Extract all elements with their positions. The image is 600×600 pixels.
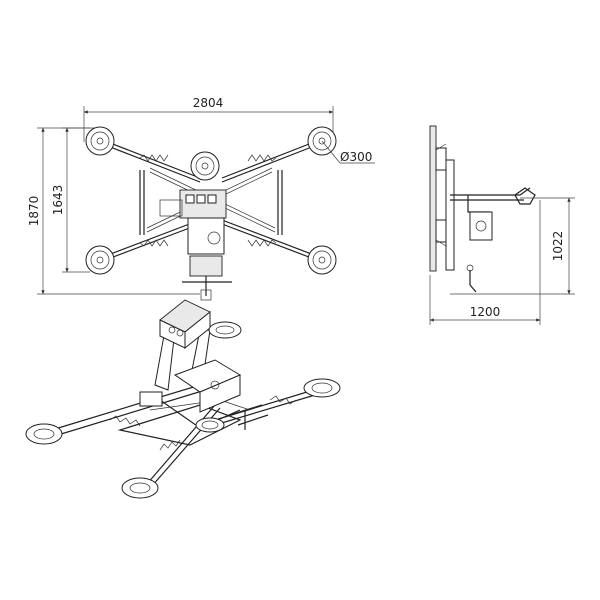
dimension-label-1200: 1200: [470, 305, 501, 319]
dimension-label-1643: 1643: [51, 185, 65, 216]
side-view: 1022 1200: [429, 125, 575, 325]
dimension-label-1022: 1022: [551, 231, 565, 262]
suction-cup-center: [190, 151, 220, 181]
dimension-label-2804: 2804: [193, 96, 224, 110]
dimension-total-height: 1870: [27, 127, 200, 295]
central-control-unit-top: [159, 189, 232, 301]
iso-cup-left: [25, 423, 63, 445]
side-suction-plate: [429, 125, 437, 272]
suction-cups-iso: [25, 321, 341, 499]
top-arms: [99, 138, 323, 263]
iso-cup-back: [208, 321, 242, 339]
iso-cup-center: [195, 417, 225, 433]
iso-cup-front: [121, 477, 159, 499]
dimension-label-1870: 1870: [27, 196, 41, 227]
suction-cup-top-left: [85, 126, 115, 156]
dimension-label-cup-diameter: Ø300: [340, 150, 372, 164]
top-view: 2804 1870 1643: [27, 96, 375, 301]
dimension-cup-diameter: Ø300: [321, 140, 375, 164]
isometric-view: [25, 299, 341, 499]
suction-cups-top: [85, 126, 337, 275]
dimension-side-height: 1022: [450, 197, 575, 295]
suction-cup-bottom-left: [85, 245, 115, 275]
side-control-box: [469, 211, 493, 241]
iso-cup-right: [303, 378, 341, 398]
dimension-cup-span-height: 1643: [51, 127, 90, 273]
dimension-total-width: 2804: [83, 96, 334, 142]
suction-cup-bottom-right: [307, 245, 337, 275]
dimension-side-width: 1200: [429, 200, 541, 325]
arm-springs: [139, 154, 277, 247]
